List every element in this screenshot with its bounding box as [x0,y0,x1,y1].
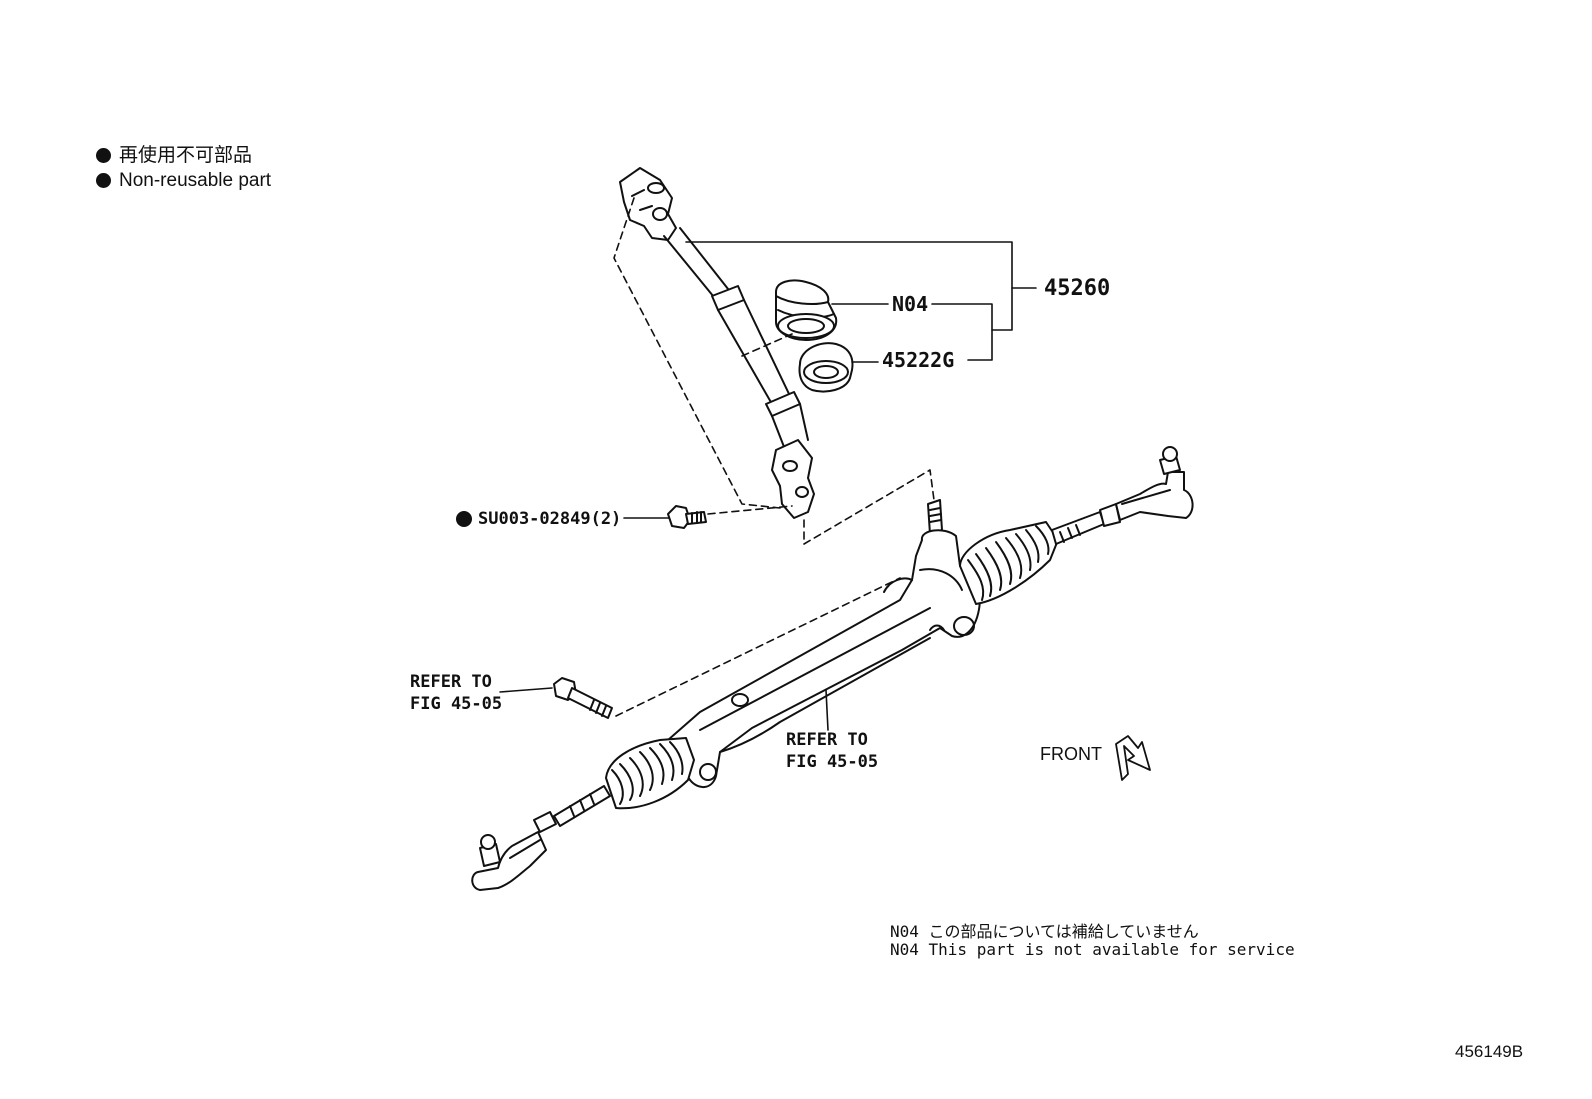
note-en: N04 This part is not available for servi… [890,940,1295,959]
legend: 再使用不可部品 Non-reusable part [96,143,271,193]
non-reusable-dot-icon [96,173,111,188]
part-label-bolt-row: SU003-02849(2) [456,509,621,529]
non-reusable-dot-icon [456,511,472,527]
bolt-su003 [667,505,707,529]
part-label-45222g[interactable]: 45222G [882,348,955,372]
left-tie-rod [471,785,611,891]
front-label: FRONT [1040,744,1102,764]
ref-left-line2[interactable]: FIG 45-05 [410,694,503,714]
front-arrow-icon [1115,735,1151,781]
long-bolt [553,677,613,719]
part-label-45260[interactable]: 45260 [1044,276,1111,301]
ref-left-line1: REFER TO [410,672,492,692]
legend-row-en: Non-reusable part [96,168,271,193]
ref-center-line2[interactable]: FIG 45-05 [786,752,879,772]
figure-id: 456149B [1455,1042,1524,1061]
left-boot [605,737,695,810]
part-label-su003[interactable]: SU003-02849(2) [478,509,622,529]
steering-rack [667,499,981,788]
boot-n04 [775,279,838,341]
dashed-guides [613,197,935,717]
part-label-n04[interactable]: N04 [892,292,929,316]
legend-text-en: Non-reusable part [119,170,272,191]
leader-lines [499,241,1037,731]
right-boot [959,521,1059,605]
note-jp: N04 この部品については補給していません [890,922,1199,941]
non-reusable-dot-icon [96,148,111,163]
intermediate-shaft [619,167,815,519]
legend-text-jp: 再使用不可部品 [119,145,253,166]
right-tie-rod [1051,446,1194,545]
legend-row-jp: 再使用不可部品 [96,143,271,168]
ref-center-line1: REFER TO [786,730,868,750]
grommet-45222g [798,342,854,393]
